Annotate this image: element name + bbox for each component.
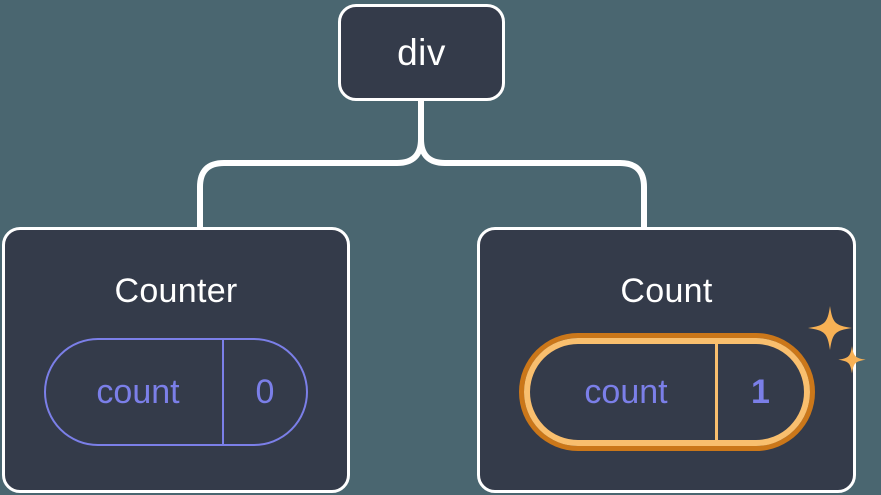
- connector-to-count: [418, 98, 647, 230]
- node-div[interactable]: div: [338, 4, 505, 101]
- state-pill-wrapper-count: count 1: [523, 306, 866, 446]
- sparkle-small-icon: [837, 346, 866, 374]
- state-pill-wrapper-counter: count 0: [44, 338, 308, 446]
- node-div-label: div: [397, 32, 446, 73]
- node-counter[interactable]: Counter count 0: [2, 227, 350, 493]
- connector-to-counter: [197, 98, 424, 230]
- state-pill-counter[interactable]: count 0: [44, 338, 308, 446]
- state-value-counter: 0: [222, 340, 306, 444]
- sparkles-group: [800, 302, 870, 382]
- state-key-counter: count: [96, 373, 180, 411]
- sparkle-large-icon: [807, 306, 852, 350]
- state-key-count: count: [584, 373, 668, 411]
- state-value-count: 1: [714, 344, 804, 440]
- node-count[interactable]: Count count 1: [477, 227, 866, 493]
- node-counter-label: Counter: [114, 272, 238, 310]
- state-pill-count[interactable]: count 1: [523, 338, 810, 446]
- node-count-label: Count: [620, 272, 713, 310]
